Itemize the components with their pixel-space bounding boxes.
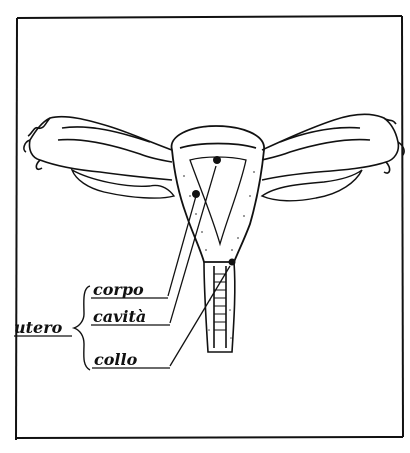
right-ovary <box>262 170 362 201</box>
uterine-cavity <box>190 157 246 244</box>
utero-label: utero <box>14 318 63 337</box>
right-fallopian-tube <box>262 114 404 180</box>
label-brace <box>74 286 90 370</box>
corpo-marker-dot <box>213 156 221 164</box>
figure-border <box>16 16 403 440</box>
uterus-body <box>172 126 265 262</box>
collo-marker-dot <box>229 259 236 266</box>
cavita-label: cavità <box>93 307 146 326</box>
cervix <box>204 262 235 352</box>
collo-leader <box>170 266 230 366</box>
left-fallopian-tube <box>24 117 172 180</box>
cavita-leader <box>170 166 216 323</box>
collo-label: collo <box>94 350 138 369</box>
corpo-label: corpo <box>93 280 144 299</box>
